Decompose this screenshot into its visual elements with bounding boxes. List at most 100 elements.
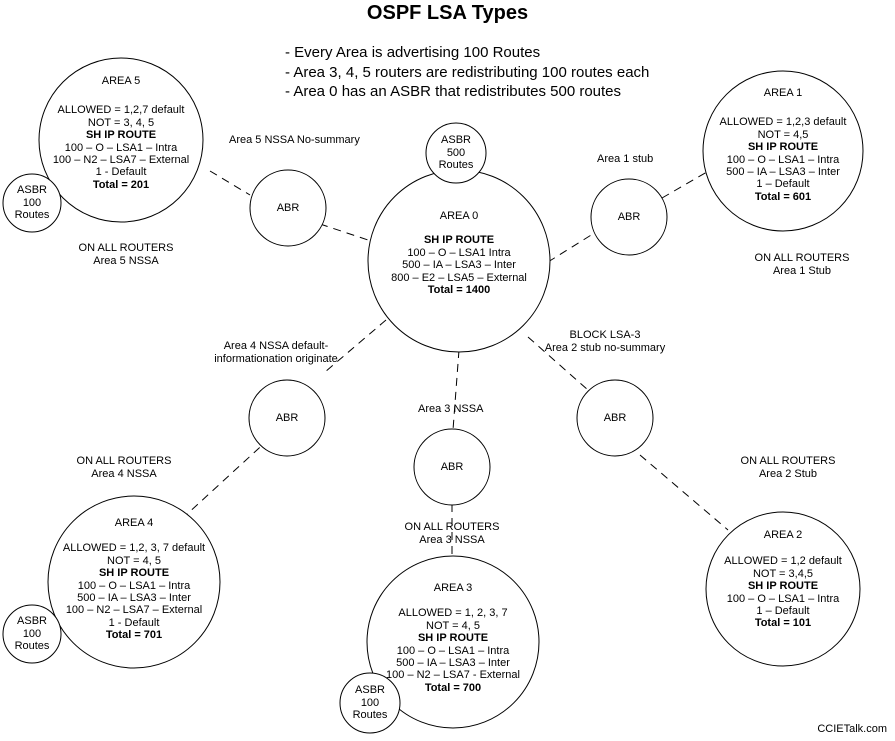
area1-allowed: ALLOWED = 1,2,3 default: [719, 116, 847, 129]
area2-content: AREA 2 ALLOWED = 1,2 default NOT = 3,4,5…: [708, 529, 858, 639]
area2-header: SH IP ROUTE: [747, 580, 819, 593]
abr-area1-circle: [590, 178, 668, 256]
asbr-area5-count: 100: [22, 196, 42, 209]
asbr-area5-unit: Routes: [14, 209, 50, 222]
area1-name: AREA 1: [763, 87, 803, 99]
area0-name: AREA 0: [439, 210, 479, 222]
area4-all-routers-line2: Area 4 NSSA: [91, 467, 157, 480]
area4-type-line2: informationation originate: [214, 352, 338, 365]
area5-not: NOT = 3, 4, 5: [87, 116, 155, 129]
area2-line-2: 1 – Default: [756, 605, 810, 618]
area0-content: AREA 0 SH IP ROUTE 100 – O – LSA1 Intra …: [370, 210, 548, 310]
area5-line-1: 100 – O – LSA1 – Intra: [64, 141, 178, 154]
note-2: - Area 3, 4, 5 routers are redistributin…: [285, 63, 650, 81]
area1-line-3: 1 – Default: [756, 178, 810, 191]
area5-type-label: Area 5 NSSA No-summary: [229, 134, 360, 146]
area5-name: AREA 5: [101, 75, 141, 87]
area3-not: NOT = 4, 5: [426, 619, 480, 632]
area2-type-label: BLOCK LSA-3 Area 2 stub no-summary: [540, 329, 670, 354]
area1-total: Total = 601: [754, 190, 812, 203]
area1-not: NOT = 4,5: [757, 128, 809, 141]
area1-header: SH IP ROUTE: [747, 141, 819, 154]
area4-line-4: 1 - Default: [108, 616, 160, 629]
asbr-area5-label: ASBR: [17, 184, 47, 197]
area4-type-label: Area 4 NSSA default- informationation or…: [206, 340, 346, 365]
area4-all-routers: ON ALL ROUTERS Area 4 NSSA: [62, 455, 186, 480]
area4-name: AREA 4: [114, 517, 154, 529]
area5-total: Total = 201: [92, 178, 150, 191]
area1-all-routers-line1: ON ALL ROUTERS: [754, 252, 850, 264]
area2-not: NOT = 3,4,5: [752, 567, 814, 580]
area1-all-routers: ON ALL ROUTERS Area 1 Stub: [740, 252, 864, 277]
area2-circle: [705, 511, 861, 667]
area0-line-1: 100 – O – LSA1 Intra: [407, 246, 511, 259]
area3-line-2: 500 – IA – LSA3 – Inter: [396, 657, 510, 670]
area2-type-line1: BLOCK LSA-3: [569, 329, 641, 341]
area4-line-3: 100 – N2 – LSA7 – External: [65, 604, 203, 617]
area3-type-label: Area 3 NSSA: [418, 403, 484, 415]
area5-header: SH IP ROUTE: [85, 129, 157, 142]
area4-total: Total = 701: [105, 629, 163, 642]
asbr-area4-count: 100: [22, 627, 42, 640]
area5-line-2: 100 – N2 – LSA7 – External: [52, 154, 190, 167]
area2-allowed: ALLOWED = 1,2 default: [724, 555, 842, 568]
area3-header: SH IP ROUTE: [417, 632, 489, 645]
area2-all-routers-line1: ON ALL ROUTERS: [740, 455, 836, 467]
area5-content: AREA 5 ALLOWED = 1,2,7 default NOT = 3, …: [40, 75, 202, 205]
link-area0-abr3: [452, 349, 460, 431]
area3-line-3: 100 – N2 – LSA7 - External: [386, 669, 520, 682]
area2-line-1: 100 – O – LSA1 – Intra: [726, 592, 840, 605]
note-1: - Every Area is advertising 100 Routes: [285, 44, 541, 61]
asbr-area4-unit: Routes: [14, 640, 50, 653]
area2-name: AREA 2: [763, 529, 803, 541]
area0-total: Total = 1400: [427, 284, 491, 297]
asbr-area4: ASBR 100 Routes: [3, 605, 61, 663]
link-abr1-area1: [661, 171, 708, 199]
area4-not: NOT = 4, 5: [107, 554, 161, 567]
asbr-area4-circle: [2, 604, 62, 664]
area2-type-line2: Area 2 stub no-summary: [544, 341, 666, 354]
area4-all-routers-line1: ON ALL ROUTERS: [76, 455, 172, 467]
area3-content: AREA 3 ALLOWED = 1, 2, 3, 7 NOT = 4, 5 S…: [373, 582, 533, 702]
area5-all-routers-line1: ON ALL ROUTERS: [78, 242, 174, 254]
abr-area2-circle: [576, 379, 654, 457]
area1-content: AREA 1 ALLOWED = 1,2,3 default NOT = 4,5…: [703, 87, 863, 217]
area4-type-line1: Area 4 NSSA default-: [223, 340, 329, 352]
area1-line-2: 500 – IA – LSA3 – Inter: [726, 166, 840, 179]
area2-all-routers-line2: Area 2 Stub: [758, 467, 818, 480]
area3-total: Total = 700: [424, 681, 482, 694]
asbr-area0-label: ASBR: [441, 134, 471, 147]
area0-header: SH IP ROUTE: [423, 234, 495, 247]
asbr-area0-count: 500: [446, 146, 466, 159]
area4-circle: [47, 495, 221, 669]
area4-line-2: 500 – IA – LSA3 – Inter: [77, 592, 191, 605]
asbr-area0-unit: Routes: [438, 159, 474, 172]
area1-line-1: 100 – O – LSA1 – Intra: [726, 153, 840, 166]
abr-area4-circle: [248, 379, 326, 457]
asbr-area3-count: 100: [360, 696, 380, 709]
asbr-area3: ASBR 100 Routes: [340, 673, 400, 733]
abr-area4: ABR: [275, 411, 299, 424]
asbr-area3-label: ASBR: [355, 684, 385, 697]
area4-content: AREA 4 ALLOWED = 1,2, 3, 7 default NOT =…: [50, 517, 218, 647]
area3-allowed: ALLOWED = 1, 2, 3, 7: [398, 607, 508, 620]
area5-line-3: 1 - Default: [95, 166, 147, 179]
diagram-title: OSPF LSA Types: [366, 2, 529, 24]
area1-type-label: Area 1 stub: [597, 153, 654, 165]
area4-header: SH IP ROUTE: [98, 567, 170, 580]
area0-line-3: 800 – E2 – LSA5 – External: [391, 271, 527, 284]
abr-area1: ABR: [617, 210, 641, 223]
area4-allowed: ALLOWED = 1,2, 3, 7 default: [62, 542, 206, 555]
area3-name: AREA 3: [433, 582, 473, 594]
abr-area2: ABR: [603, 411, 627, 424]
asbr-area0-circle: [425, 122, 487, 184]
link-area5-abr5: [209, 170, 251, 196]
area1-all-routers-line2: Area 1 Stub: [772, 264, 832, 277]
area5-all-routers-line2: Area 5 NSSA: [93, 254, 159, 267]
link-abr2-area2: [639, 454, 729, 531]
abr-area3-circle: [413, 428, 491, 506]
area3-all-routers: ON ALL ROUTERS Area 3 NSSA: [390, 521, 514, 546]
asbr-area4-label: ASBR: [17, 615, 47, 628]
area5-all-routers: ON ALL ROUTERS Area 5 NSSA: [64, 242, 188, 267]
